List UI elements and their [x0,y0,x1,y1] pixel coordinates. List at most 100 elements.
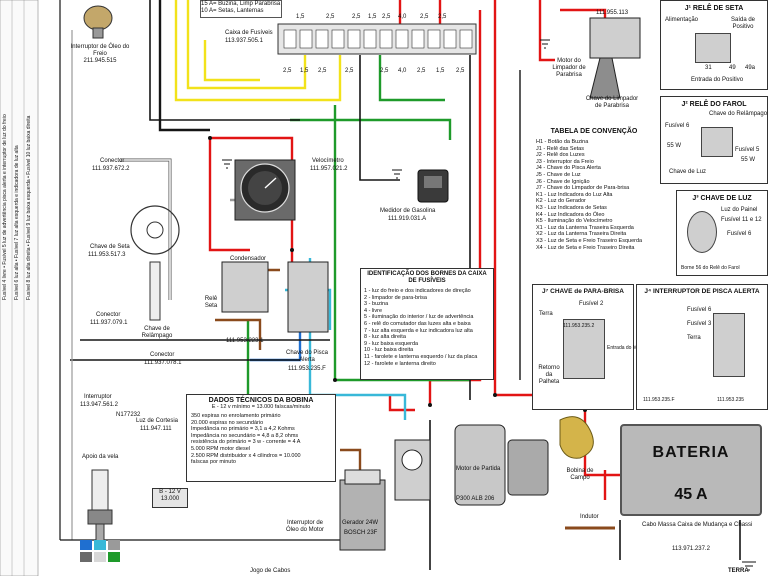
field-coil-label: Bobina de Campo [566,468,594,481]
relay-farol-body [701,127,733,157]
bornes-row: 7 - luz alta esquerda e luz indicadora l… [364,327,473,334]
bornes-row: 9 - luz baixa esquerda [364,340,419,347]
starter-motor [454,424,549,506]
fuse-bot-8: 1,5 [436,68,445,74]
relay-seta-saida: Saída de Positivo [730,17,756,30]
connector-c-label: Conector [150,352,175,358]
convencao-row: X2 - Luz da Lanterna Traseira Direita [536,231,627,238]
bobina-panel: DADOS TÉCNICOS DA BOBINA E - 12 v mínimo… [186,394,336,482]
bornes-row: 11 - farolete e lanterna esquerdo / luz … [364,353,478,360]
earth-label: TERRA [728,568,749,574]
spark-label: Apoio da vela [82,454,119,460]
fuse-top-8: 2,5 [438,14,447,20]
relay-farol-chave-luz: Chave de Luz [669,169,707,175]
relay-seta-label: Relê Seta [204,296,218,309]
wiper-part: 111.955.113 [596,10,629,16]
bornes-row: 5 - iluminação do interior / luz de adve… [364,314,474,321]
b12-box: B - 12 V 13.000 [152,488,188,508]
pisca-alerta-terra: Terra [687,335,701,341]
chave-parabrisa-fusivel: Fusível 2 [579,301,604,307]
chave-luz-title: J³ CHAVE DE LUZ [692,195,752,202]
pisca-alerta-fus6: Fusível 6 [687,307,712,313]
oil-sender-label: Interruptor de Óleo do Freio [70,44,130,57]
bobina-title: DADOS TÉCNICOS DA BOBINA [208,397,314,404]
battery-cable-label: Cabo Massa Caixa de Mudança e Chassi [642,522,753,528]
convencao-row: X4 - Luz de Seta e Freio Traseiro Direit… [536,244,635,251]
ground-symbols [222,39,756,571]
bornes-row: 4 - livre [364,307,383,314]
bobina-row: resistência do primário = 3 w - corrente… [191,439,301,446]
fuse-top-3: 2,5 [352,14,361,20]
hazard-switch [287,261,329,333]
battery-cable-part: 113.971.237.2 [672,546,710,552]
connector-c-part: 111.937.078.1 [144,360,182,366]
relay-farol-fus6: Fusível 6 [665,123,690,129]
fuel-gauge-label: Medidor de Gasolina [380,208,436,214]
bornes-row: 12 - farolete e lanterna direito [364,360,436,367]
fuel-gauge-part: 111.919.031.A [388,216,427,222]
inductor-label: Indutor [580,514,599,520]
bornes-title: IDENTIFICAÇÃO DOS BORNES DA CAIXA DE FUS… [367,271,487,284]
bobina-row: Impedância no secundário = 4,8 a 8,2 ohm… [191,432,299,439]
flasher-switch-label: Chave de Relâmpago [141,326,173,339]
relay-farol-value-1: 55 W [667,143,682,149]
generator [339,469,386,551]
field-coil [559,416,594,459]
bornes-row: 10 - luz baixa direita [364,347,414,354]
bornes-row: 8 - luz alta direita [364,334,406,341]
dome-switch-label: Interruptor [84,394,112,400]
bornes-row: 3 - buzina [364,301,389,308]
fuse-top-2: 2,5 [326,14,335,20]
fuse-top-4: 1,5 [368,14,377,20]
side-note-3: Fusível 8 luz alta direita • Fusível 9 l… [26,115,32,300]
pisca-alerta-part: 111.953.235.F [643,397,675,403]
bornes-row: 1 - luz do freio e dos indicadores de di… [364,288,471,294]
relay-farol-value-2: 55 W [741,157,756,163]
condenser-label: Condensador [230,256,267,262]
relay-seta-title: J¹ RELÊ DE SETA [684,5,744,12]
pisca-alerta-fus3: Fusível 3 [687,321,712,327]
turn-switch [130,205,180,321]
convencao-row: K2 - Luz do Gerador [536,198,586,205]
chave-parabrisa-retorno: Retorno da Palheta [538,365,560,385]
bobina-row: 5.000 RPM motor diesel [191,445,250,452]
side-note-1: Fusível 4 livre • Fusível 5 luz de adver… [2,114,8,300]
speedometer-part: 111.957.021.2 [310,166,348,172]
fuse-top-5: 2,5 [382,14,391,20]
speedometer-label: Velocímetro [312,158,344,164]
convencao-panel: TABELA DE CONVENÇÃO H1 - Botão da Buzina… [532,126,656,276]
convencao-row: J4 - Chave do Pisca Alerta [536,165,601,172]
battery-amps: 45 A [674,486,708,503]
bobina-row: 2.500 RPM distribuidor x 4 cilindros = 1… [191,452,301,459]
pisca-alerta-body [713,313,745,377]
n-part-label: N177232 [116,412,141,418]
color-legend-swatches [80,540,120,562]
relay-seta-body [695,33,731,63]
pisca-alerta-part2: 111.953.235 [717,397,745,403]
chave-parabrisa-body [563,319,605,379]
wiper-motor-label: Motor do Limpador de Parabrisa [552,58,586,78]
bobina-list: 350 espiras no enrolamento primário 20.0… [187,413,335,466]
chave-luz-panel: J³ CHAVE DE LUZ Luz do Painel Fusível 11… [676,190,768,276]
bornes-row: 2 - limpador de para-brisa [364,294,427,301]
fuse-bot-5: 2,5 [380,68,389,74]
fuse-box-part: 113.937.505.1 [225,38,263,44]
turn-switch-label: Chave de Seta [90,244,130,250]
bobina-row: faíscas por minuto [191,459,236,466]
relay-farol-panel: J² RELÊ DO FAROL Chave do Relâmpago Fusí… [660,96,768,184]
convencao-list: H1 - Botão da Buzina J1 - Relê das Setas… [532,139,656,251]
convencao-row: X1 - Luz da Lanterna Traseira Esquerda [536,224,634,231]
relay-seta [221,261,269,313]
chave-parabrisa-part: 111.953.235.2 [563,323,595,329]
bosch-part: BOSCH 23F [344,530,378,536]
chave-parabrisa-title: J⁷ CHAVE de PARA-BRISA [542,288,624,295]
starter-label: Motor de Partida [456,466,501,472]
relay-seta-pin-3: 49a [745,65,756,71]
chave-luz-borne: Borne 56 do Relê do Farol [681,265,740,271]
fuse-bot-7: 2,5 [417,68,426,74]
convencao-row: X3 - Luz de Seta e Freio Traseiro Esquer… [536,237,643,244]
relay-farol-chave: Chave do Relâmpago [709,111,768,117]
relay-farol-fusivel: Fusível 5 [735,147,760,153]
bornes-panel: IDENTIFICAÇÃO DOS BORNES DA CAIXA DE FUS… [360,268,494,380]
convencao-row: J6 - Chave de Ignição [536,178,590,185]
